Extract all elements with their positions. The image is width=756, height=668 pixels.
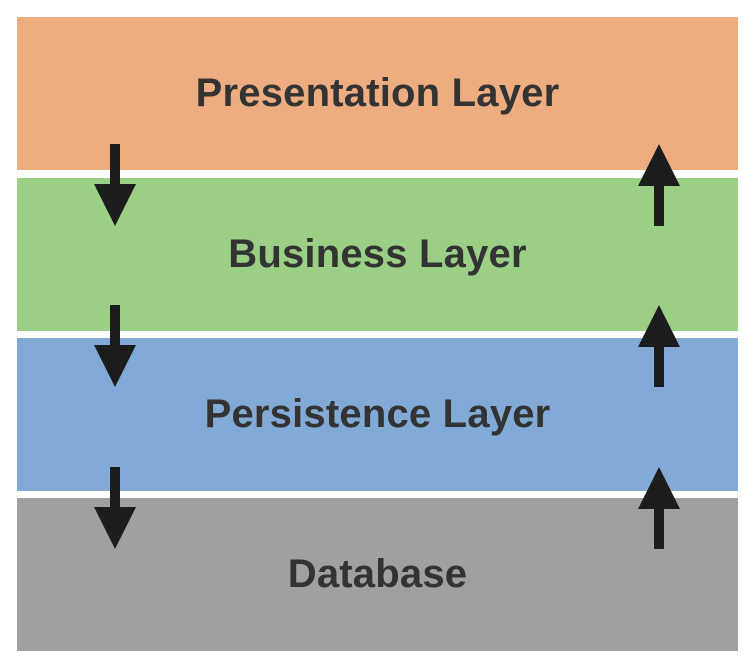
presentation-layer-box: Presentation Layer	[17, 17, 738, 170]
business-layer-label: Business Layer	[228, 232, 527, 276]
presentation-layer-label: Presentation Layer	[195, 71, 560, 115]
persistence-layer-box: Persistence Layer	[17, 338, 738, 491]
arrow-up-icon	[638, 305, 680, 387]
arrow-down-icon	[94, 144, 136, 226]
arrow-up-icon	[638, 467, 680, 549]
persistence-layer-label: Persistence Layer	[204, 392, 551, 436]
database-label: Database	[287, 552, 468, 596]
arrow-down-icon	[94, 305, 136, 387]
arrow-up-icon	[638, 144, 680, 226]
arrow-down-icon	[94, 467, 136, 549]
database-box: Database	[17, 498, 738, 651]
business-layer-box: Business Layer	[17, 178, 738, 331]
